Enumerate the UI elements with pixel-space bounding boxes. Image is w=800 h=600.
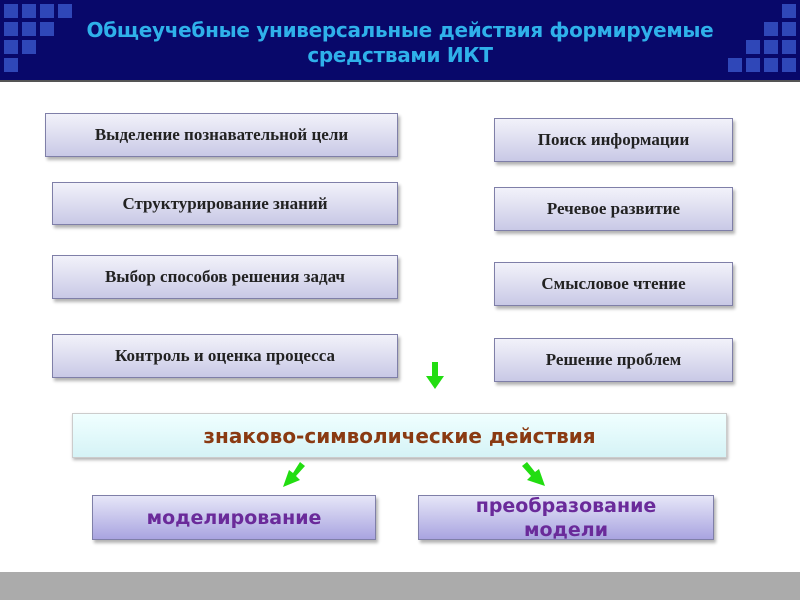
decor-square: [4, 40, 18, 54]
decor-square: [4, 4, 18, 18]
right-item-2: Речевое развитие: [494, 187, 733, 231]
decor-square: [40, 4, 54, 18]
arrow-down-left-icon: [283, 462, 305, 487]
left-item-2: Структурирование знаний: [52, 182, 398, 225]
decor-square: [22, 40, 36, 54]
arrow-down-right-icon: [522, 462, 545, 486]
right-item-1: Поиск информации: [494, 118, 733, 162]
decor-square: [746, 58, 760, 72]
left-item-1: Выделение познавательной цели: [45, 113, 398, 157]
arrow-down-icon: [426, 362, 444, 389]
title-line-1: Общеучебные универсальные действия форми…: [86, 18, 714, 42]
decor-square: [22, 22, 36, 36]
modeling-box: моделирование: [92, 495, 376, 540]
title-line-2: средствами ИКТ: [307, 43, 493, 67]
decor-square: [764, 40, 778, 54]
header-bar: Общеучебные универсальные действия форми…: [0, 0, 800, 82]
decor-square: [782, 58, 796, 72]
decor-square: [746, 40, 760, 54]
decor-square: [22, 4, 36, 18]
decor-square: [58, 4, 72, 18]
footer-bar: [0, 572, 800, 600]
decor-square: [728, 58, 742, 72]
decor-square: [764, 58, 778, 72]
decor-square: [40, 22, 54, 36]
left-item-4: Контроль и оценка процесса: [52, 334, 398, 378]
model-transformation-box: преобразование модели: [418, 495, 714, 541]
slide-title: Общеучебные универсальные действия форми…: [0, 18, 800, 68]
decor-square: [4, 58, 18, 72]
decor-square: [4, 22, 18, 36]
left-item-3: Выбор способов решения задач: [52, 255, 398, 299]
decor-square: [782, 22, 796, 36]
right-item-4: Решение проблем: [494, 338, 733, 382]
symbolic-actions-box: знаково-символические действия: [72, 413, 727, 458]
decor-square: [764, 22, 778, 36]
decor-square: [782, 40, 796, 54]
right-item-3: Смысловое чтение: [494, 262, 733, 306]
decor-square: [782, 4, 796, 18]
